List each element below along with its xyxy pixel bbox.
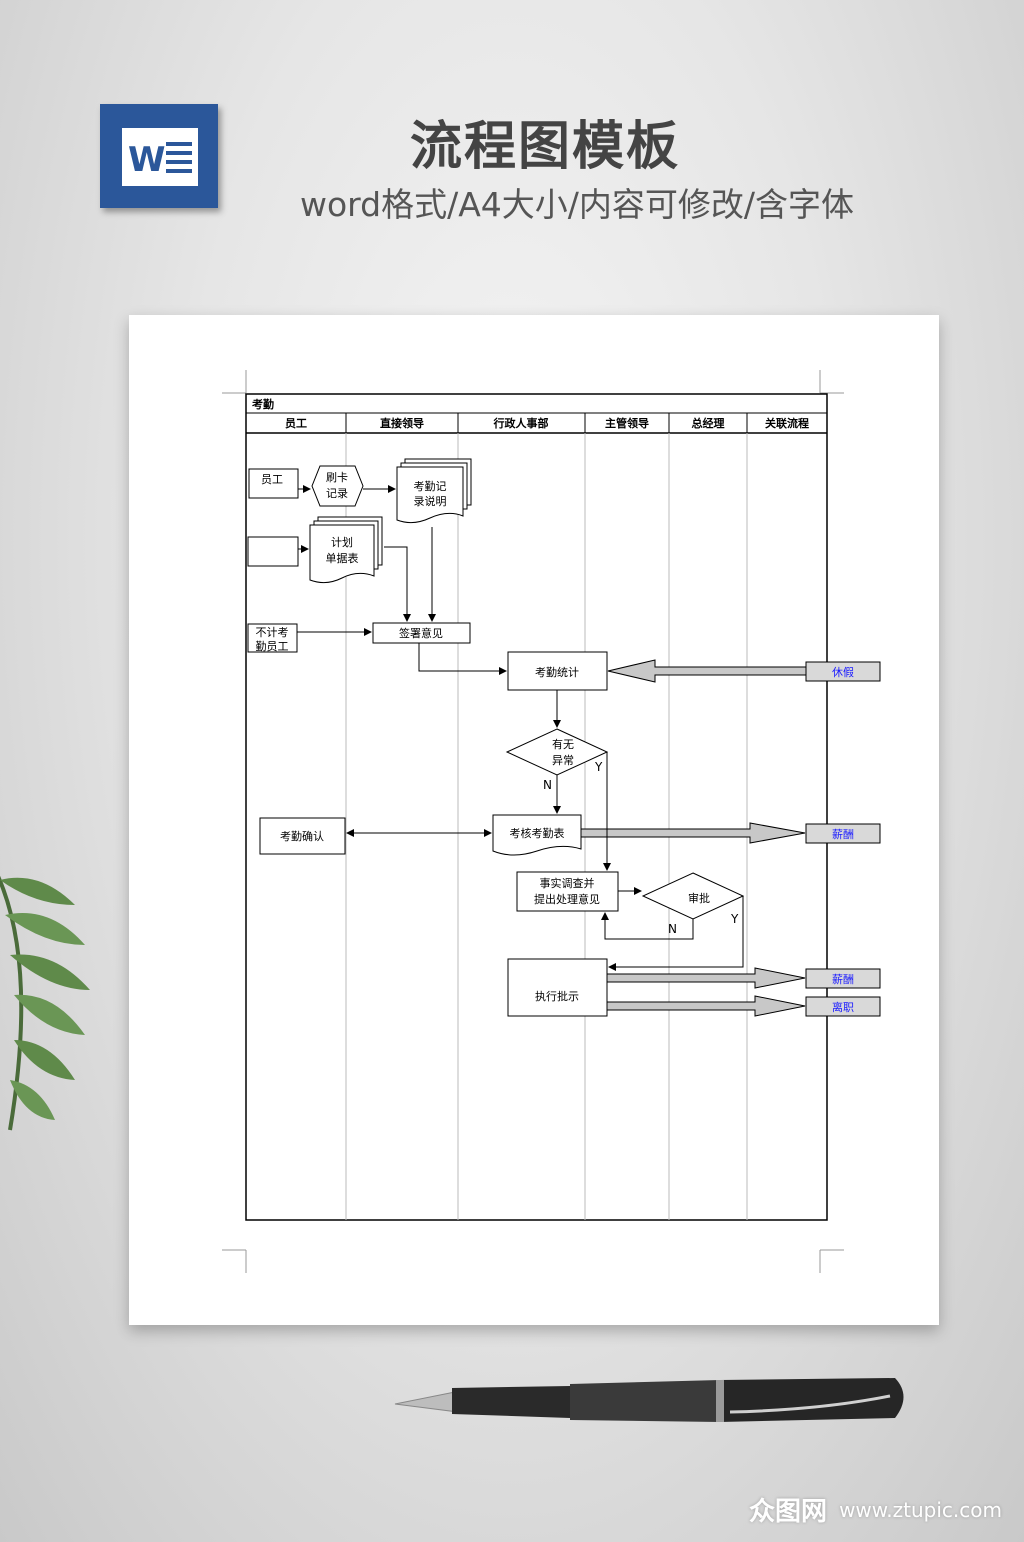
word-icon-page: [122, 128, 198, 186]
block-arrow-to-resign: [606, 995, 806, 1017]
lane-header-dividers: [345, 413, 748, 433]
ref-salary[interactable]: [805, 823, 881, 844]
leaf-decoration: [0, 875, 90, 1131]
node-card-record-label: 刷卡: [326, 471, 348, 484]
node-review-table-label: 考核考勤表: [510, 826, 565, 840]
word-icon-line: [166, 151, 192, 155]
node-approve-decision-label: 审批: [688, 891, 710, 905]
ref-leave-label: 休假: [832, 665, 854, 679]
lane-headers: 员工 直接领导 行政人事部 主管领导 总经理 关联流程: [285, 416, 809, 430]
lane-header: 行政人事部: [493, 416, 549, 430]
word-icon-letter: W: [128, 140, 166, 180]
node-attendance-confirm: [259, 817, 346, 855]
ref-salary-label: 薪酬: [832, 973, 854, 986]
node-attendance-stat: [507, 651, 608, 691]
connector: [601, 912, 694, 940]
node-attendance-confirm-label: 考勤确认: [280, 830, 324, 843]
node-attendance-doc: [396, 458, 472, 524]
lane-header: 员工: [285, 417, 307, 430]
node-investigate-label: 事实调查并: [540, 876, 595, 890]
ref-salary-label: 薪酬: [832, 828, 854, 841]
node-investigate-label: 提出处理意见: [534, 892, 600, 906]
node-attendance-doc-label: 考勤记: [414, 480, 447, 493]
node-abnormal-decision-label: 有无: [552, 737, 574, 751]
edge-label-yes: Y: [594, 760, 603, 774]
crop-marks: [222, 370, 844, 1273]
node-employee: [248, 468, 299, 499]
node-not-counted: [247, 623, 298, 653]
ref-resign[interactable]: [805, 996, 881, 1017]
watermark-url: www.ztupic.com: [839, 1497, 1002, 1522]
node-not-counted-label: 勤员工: [256, 640, 289, 653]
node-plan-doc-label: 单据表: [326, 551, 359, 565]
lane-header: 直接领导: [380, 416, 424, 430]
connector: [608, 896, 744, 971]
node-employee-label: 员工: [261, 473, 283, 486]
watermark: 众图网 www.ztupic.com: [749, 1491, 1002, 1528]
node-not-counted-label: 不计考: [256, 626, 289, 639]
node-sign-opinion-label: 签署意见: [399, 626, 443, 640]
edge-label-yes: Y: [730, 912, 739, 926]
table-heading: 考勤: [252, 397, 274, 411]
node-card-record-label: 记录: [326, 487, 348, 500]
node-empty-box: [247, 536, 299, 567]
node-sign-opinion: [372, 622, 471, 644]
lane-header: 总经理: [692, 416, 725, 430]
node-plan-doc-label: 计划: [331, 536, 353, 549]
word-icon-line: [166, 160, 192, 164]
connector: [384, 546, 411, 622]
ref-resign-label: 离职: [832, 1000, 854, 1014]
edge-label-no: N: [543, 778, 552, 792]
node-execute-label: 执行批示: [535, 989, 579, 1003]
node-review-table: [492, 814, 582, 856]
block-arrow-to-salary: [580, 822, 806, 844]
edge-label-no: N: [668, 922, 677, 936]
lane-header: 关联流程: [765, 416, 809, 430]
node-abnormal-decision-label: 异常: [552, 754, 574, 767]
node-attendance-stat-label: 考勤统计: [535, 666, 579, 679]
node-execute: [507, 958, 608, 1017]
pen-decoration: [394, 1378, 904, 1422]
connector: [418, 643, 507, 675]
word-icon-line: [166, 142, 192, 146]
connectors: [297, 485, 744, 971]
node-attendance-doc-label: 录说明: [414, 494, 447, 508]
node-plan-doc: [309, 516, 383, 584]
word-icon: W: [100, 104, 218, 208]
node-investigate: [516, 871, 619, 912]
ref-salary[interactable]: [805, 968, 881, 989]
node-card-record: [311, 465, 364, 507]
block-arrow-to-salary: [606, 967, 806, 989]
watermark-logo: 众图网: [749, 1497, 828, 1527]
page-title: 流程图模板: [409, 117, 680, 177]
word-icon-line: [166, 169, 192, 173]
block-arrow-from-leave: [607, 659, 807, 683]
page-subtitle: word格式/A4大小/内容可修改/含字体: [299, 185, 855, 224]
lane-header: 主管领导: [605, 416, 649, 430]
